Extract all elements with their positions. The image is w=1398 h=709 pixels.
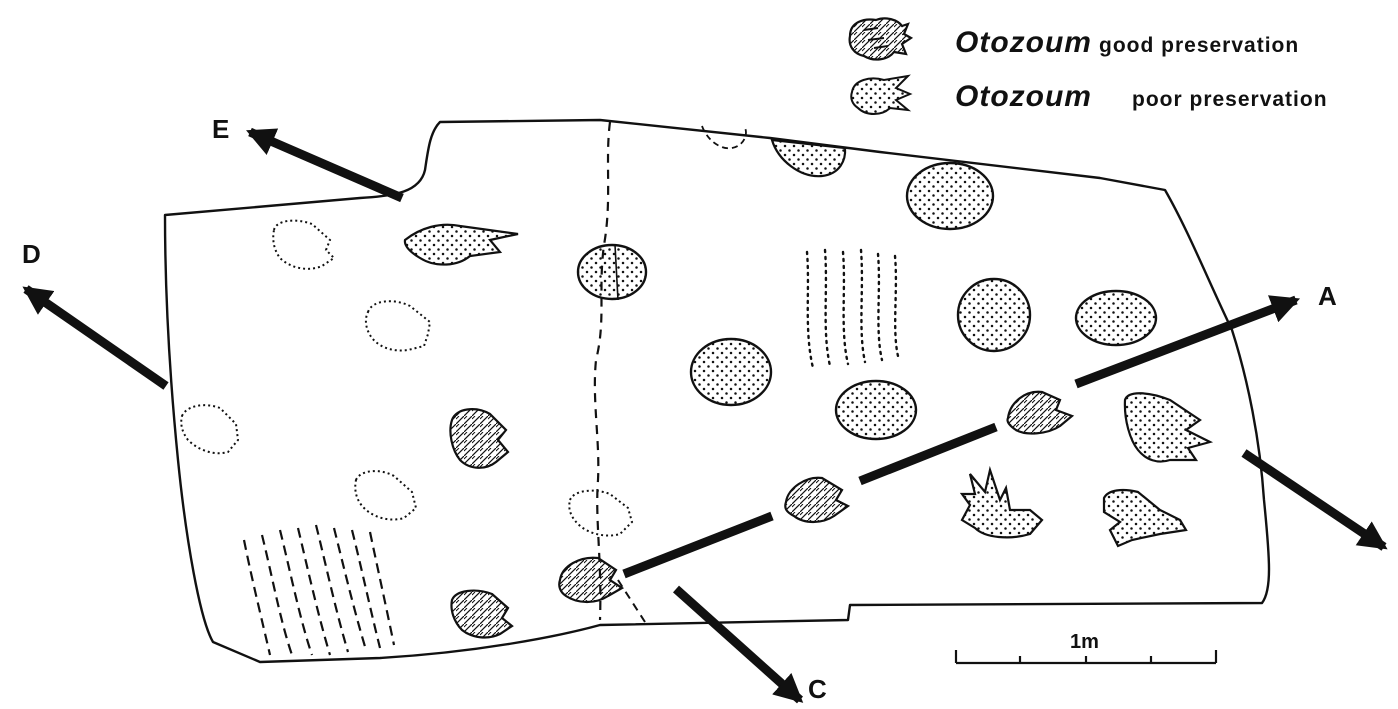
good-preservation-track-icon	[850, 18, 911, 59]
faint-outline-tracks	[181, 221, 632, 536]
direction-label-a: A	[1318, 281, 1337, 311]
slab-crack-line	[595, 122, 610, 620]
scale-bar-label: 1m	[1070, 631, 1099, 653]
direction-label-d: D	[22, 239, 41, 269]
slab-crack-branch	[618, 580, 645, 622]
stippled-round-tracks	[578, 126, 1156, 439]
arrow-c	[676, 589, 800, 700]
ripple-lines-lower	[244, 525, 394, 655]
ripple-lines-upper	[807, 250, 898, 368]
legend-poor-genus: Otozoum	[955, 80, 1092, 113]
legend: Otozoum good preservation Otozoum poor p…	[850, 18, 1328, 114]
poor-preservation-track-icon	[851, 76, 910, 114]
arrow-e	[250, 132, 402, 198]
legend-good-label: good preservation	[1099, 34, 1299, 57]
legend-good-genus: Otozoum	[955, 26, 1092, 59]
arrow-d	[26, 289, 166, 386]
legend-poor-label: poor preservation	[1132, 88, 1328, 111]
arrow-a-segment-2	[624, 516, 772, 574]
direction-label-c: C	[808, 674, 827, 704]
direction-label-e: E	[212, 114, 229, 144]
